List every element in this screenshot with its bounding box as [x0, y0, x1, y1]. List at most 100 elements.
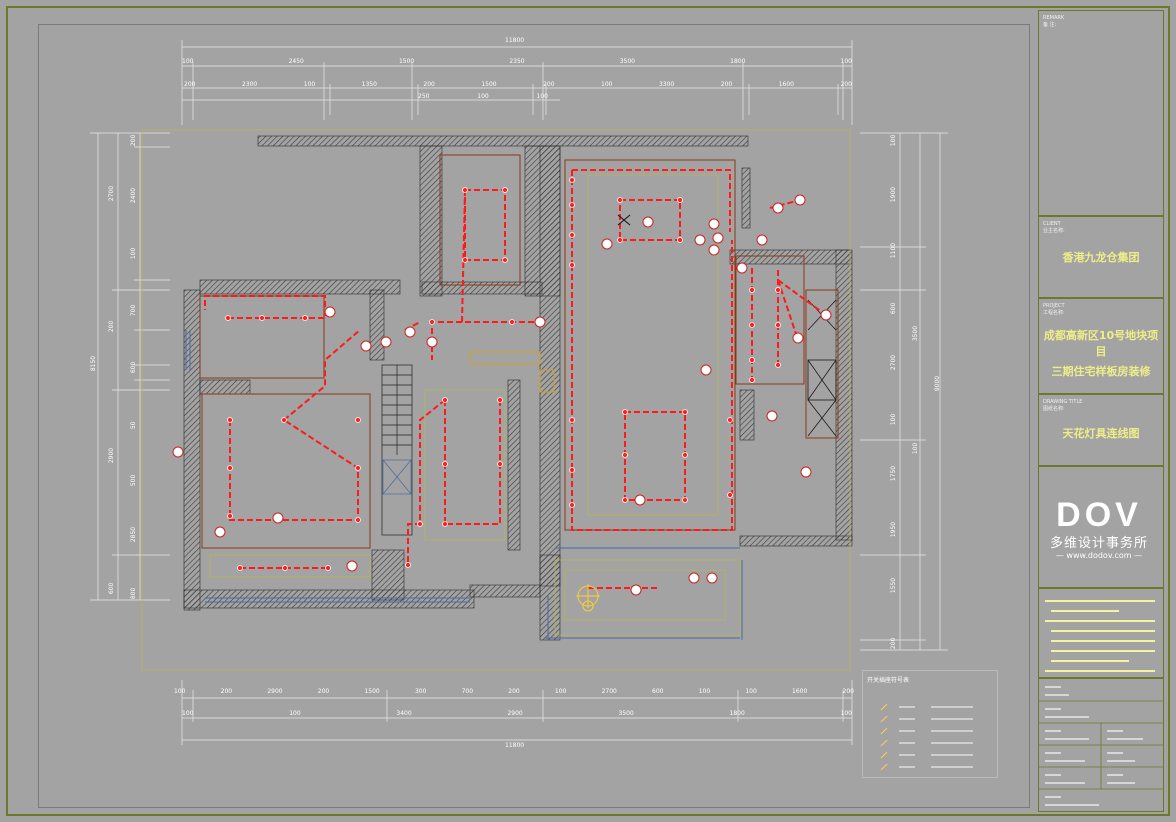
dimension-label: 100: [601, 81, 613, 88]
dimension-label: 100: [174, 688, 186, 695]
top-dim-row3: 250 100 100: [418, 93, 548, 100]
right-dimensions: [860, 132, 948, 651]
dimension-label: 100: [477, 93, 489, 100]
dimension-label: 2350: [509, 58, 525, 65]
client-cell: CLIENT 业主名称: 香港九龙仓集团: [1038, 216, 1164, 298]
dimension-label: 100: [890, 134, 898, 147]
dimension-label: 3300: [658, 81, 675, 88]
dimension-label: 100: [745, 688, 757, 695]
notes-text-lines: [1045, 600, 1155, 672]
left-dim-col1: 200 2400 100 700 600 50 500 2850 800: [126, 135, 141, 599]
ceiling-lines: [141, 129, 851, 671]
remark-cell: REMARK 备 注:: [1038, 10, 1164, 216]
dimension-label: 200: [423, 81, 435, 88]
info-table-grid: [1039, 686, 1163, 806]
project-name-line1: 成都高新区10号地块项目: [1043, 329, 1159, 358]
notes-cell: [1038, 588, 1164, 678]
dimension-label: 2700: [601, 688, 617, 695]
dimension-label: 200: [220, 688, 233, 695]
dimension-label: 50: [130, 421, 138, 430]
dimension-label: 100: [303, 81, 316, 88]
windows: [185, 330, 743, 640]
logo-mark: DOV: [1056, 496, 1142, 534]
project-name-line2: 三期住宅样板房装修: [1051, 365, 1151, 378]
dimension-label: 100: [554, 688, 567, 695]
dimension-label: 300: [414, 688, 427, 695]
switch-symbols: [172, 194, 832, 596]
info-table: [1038, 678, 1164, 812]
dimension-label: 200: [840, 81, 852, 88]
dimension-label: 1600: [792, 688, 808, 695]
dimension-label: 800: [130, 587, 138, 600]
dimension-label: 200: [108, 320, 116, 333]
drawing-title: 天花灯具连线图: [1062, 427, 1140, 440]
dimension-label: 200: [184, 81, 196, 88]
dimension-label: 100: [289, 710, 301, 717]
dimension-label: 100: [840, 58, 852, 65]
dimension-label: 2900: [267, 688, 283, 695]
dimension-label: 3500: [619, 58, 636, 65]
drawing-frame: [6, 6, 1170, 816]
company-url: — www.dodov.com —: [1055, 551, 1143, 560]
dimension-label: 200: [543, 81, 555, 88]
dimension-label: 500: [130, 474, 138, 486]
dimension-label: 600: [890, 302, 898, 314]
client-name: 香港九龙仓集团: [1062, 251, 1140, 264]
drawing-border: [38, 24, 1030, 808]
dimension-label: 100: [698, 688, 711, 695]
logo-cell: [1038, 466, 1164, 588]
legend-box: 开关插座符号表: [862, 670, 998, 778]
bottom-dimensions: [181, 680, 853, 745]
dimension-label: 1500: [364, 688, 380, 695]
top-dimensions: [181, 40, 853, 125]
dimension-label: 2900: [507, 710, 523, 717]
drawing-title-cell: DRAWING TITLE 图纸名称: 天花灯具连线图: [1038, 394, 1164, 466]
dimension-label: 2900: [108, 447, 116, 464]
dimension-label: 600: [108, 582, 116, 595]
dimension-label: 250: [418, 93, 430, 100]
dimension-label: 200: [890, 637, 898, 650]
dimension-label: 2850: [130, 527, 138, 543]
dimension-label: 2450: [288, 58, 304, 65]
dimension-label: 100: [912, 442, 920, 455]
dimension-label: 100: [840, 710, 852, 717]
dimension-label: 2700: [890, 354, 898, 370]
dimension-label: 2700: [108, 185, 116, 202]
title-block: REMARK 备 注: CLIENT 业主名称: 香港九龙仓集团 PROJECT…: [1034, 10, 1164, 812]
dimension-label: 200: [720, 81, 733, 88]
pendant-fixtures: [469, 214, 631, 612]
dimension-label: 600: [652, 688, 664, 695]
project-cell: PROJECT 工程名称: 成都高新区10号地块项目 三期住宅样板房装修: [1038, 298, 1164, 394]
dimension-label: 2400: [130, 187, 138, 203]
dimension-label: 200: [508, 688, 520, 695]
dimension-label: 100: [890, 414, 898, 426]
dimension-label: 200: [130, 134, 138, 147]
dimension-label: 700: [461, 688, 474, 695]
dimension-label: 1350: [361, 81, 377, 88]
light-fixtures: [225, 177, 781, 571]
dimension-label: 3500: [618, 710, 634, 717]
company-name: 多维设计事务所: [1049, 536, 1148, 551]
left-dim-col2: 2700 200 2900 600: [104, 186, 119, 594]
dimension-label: 1500: [398, 58, 415, 65]
dimension-label: 1900: [890, 186, 898, 203]
legend-rows: [880, 703, 973, 771]
dimension-label: 100: [130, 247, 138, 260]
right-total-dimension: 9000: [934, 375, 942, 392]
dimension-label: 1800: [729, 710, 745, 717]
dimension-label: 700: [130, 304, 138, 317]
dimension-label: 100: [536, 93, 548, 100]
dimension-label: 2300: [241, 81, 258, 88]
left-dimensions: [90, 132, 170, 601]
dimension-label: 100: [182, 58, 194, 65]
dimension-label: 1500: [481, 81, 497, 88]
left-total-dimension: 8150: [90, 355, 98, 372]
dimension-label: 600: [130, 361, 138, 373]
